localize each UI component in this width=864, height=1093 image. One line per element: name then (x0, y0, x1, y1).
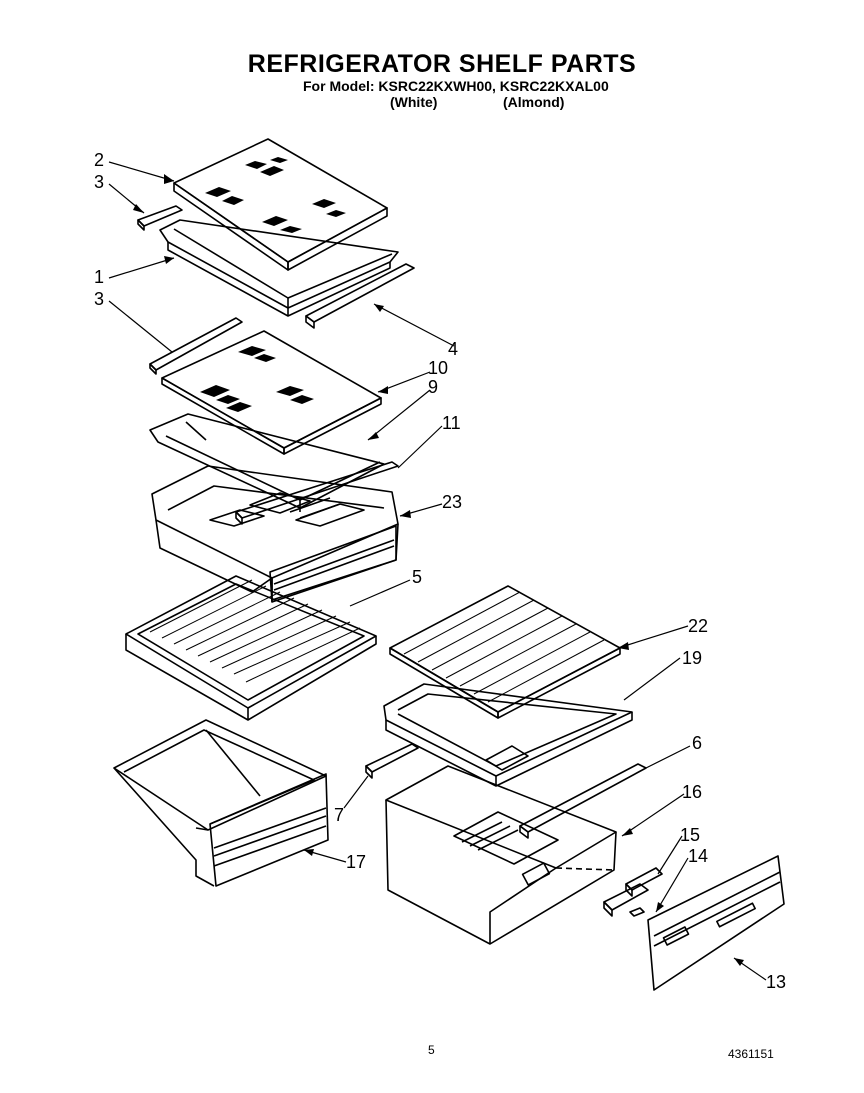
part-7-slide-rail (366, 744, 418, 778)
callout-11: 11 (442, 413, 461, 433)
callout-2: 2 (94, 150, 105, 170)
part-5-glass-shelf (126, 576, 376, 720)
part-3-shelf-trim-upper (138, 206, 182, 230)
callout-9: 9 (428, 377, 439, 397)
callout-10: 10 (428, 358, 449, 378)
model-line: For Model: KSRC22KXWH00, KSRC22KXAL00 (303, 78, 609, 94)
variant-almond: (Almond) (503, 94, 565, 110)
callout-23: 23 (442, 492, 463, 512)
callout-3-upper: 3 (94, 172, 105, 192)
callout-5: 5 (412, 567, 423, 587)
callout-14: 14 (688, 846, 709, 866)
part-17-crisper-drawer (114, 720, 328, 886)
callout-15: 15 (680, 825, 701, 845)
callout-22: 22 (688, 616, 709, 636)
part-15-drawer-clip (626, 868, 662, 896)
callout-1: 1 (94, 267, 105, 287)
callout-6: 6 (692, 733, 703, 753)
callout-19: 19 (682, 648, 703, 668)
document-number: 4361151 (728, 1047, 774, 1061)
part-3-shelf-trim-lower (150, 318, 242, 374)
part-14-handle-insert (604, 884, 648, 916)
page-number: 5 (428, 1043, 435, 1057)
callout-17: 17 (346, 852, 367, 872)
part-9-shelf-frame (150, 414, 384, 512)
part-22-glass-shelf (390, 586, 620, 718)
callout-4: 4 (448, 339, 459, 359)
callout-13: 13 (766, 972, 787, 992)
leader-arrowheads (133, 174, 744, 966)
leader-lines (109, 162, 766, 980)
part-1-shelf-frame-top (160, 220, 398, 316)
part-2-glass-shelf-top (174, 139, 387, 270)
part-4-slide-rail (306, 264, 414, 328)
part-10-glass-shelf (162, 331, 381, 454)
callout-7: 7 (334, 805, 345, 825)
part-16-crisper-drawer (386, 746, 616, 944)
page-title: REFRIGERATOR SHELF PARTS (247, 50, 637, 78)
callout-16: 16 (682, 782, 703, 802)
part-19-shelf-frame (384, 684, 632, 786)
variant-white: (White) (390, 94, 438, 110)
part-13-drawer-front (648, 856, 784, 990)
part-23-deli-drawer (152, 466, 398, 602)
callout-3-lower: 3 (94, 289, 105, 309)
